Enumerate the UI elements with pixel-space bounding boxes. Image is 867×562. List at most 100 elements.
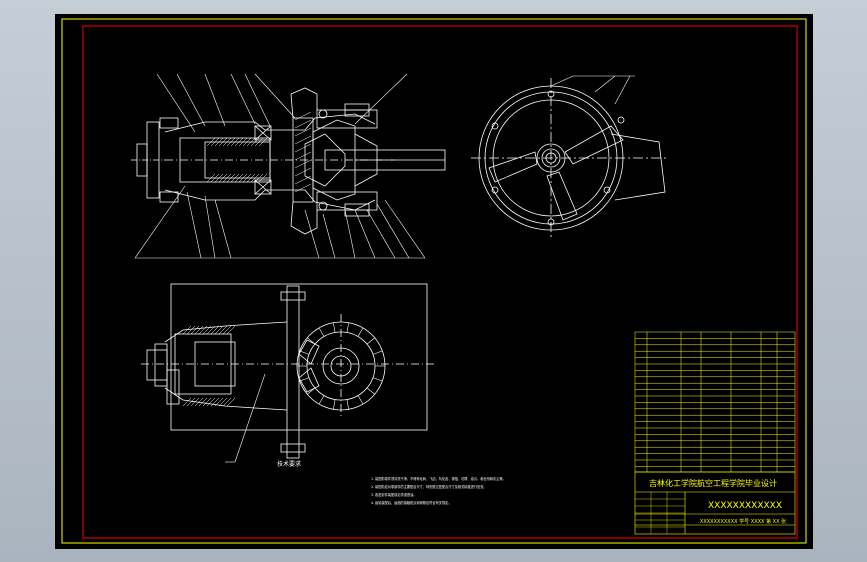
hatch-stroke [238,137,248,147]
leader-line [384,199,426,259]
hatch-stroke [214,173,224,183]
hatch-stroke [226,137,236,147]
hatch-stroke [202,397,212,407]
hatch-stroke [230,173,240,183]
note-line-1: 1. 装配前零件须清洗干净，不得有毛刺、飞边、氧化皮、锈蚀、切屑、油污、着色剂和… [371,476,506,481]
hatch-stroke [194,397,204,407]
hatch-stroke [206,397,216,407]
end-view-circular [471,78,667,240]
leader-line [376,203,410,259]
hatch-stroke [294,159,312,169]
hatch-stroke [294,175,312,185]
title-bottom-line: XXXXXXXXXXX 学号 XXXX 第 XX 张 [700,518,786,525]
hatch-stroke [214,137,224,147]
gear-tooth [366,387,375,395]
hatch-stroke [250,173,260,183]
gear-tooth [333,399,336,410]
gear-tooth [299,350,310,355]
gear-tooth [318,395,325,405]
hatch-stroke [294,183,312,193]
hatch-stroke [222,325,232,335]
hatch-stroke [214,397,224,407]
hatch-stroke [242,173,252,183]
notes-heading: 技术要求 [277,460,301,468]
hatch-stroke [210,137,220,147]
gear-tooth [346,322,349,333]
hatch-stroke [238,173,248,183]
leader-line [230,73,256,125]
gear-tooth [372,350,383,355]
hatch-stroke [222,397,232,407]
leader-line [322,213,336,259]
hatch-stroke [246,137,256,147]
gear-tooth [307,387,316,395]
leader-line [134,185,186,259]
hatch-stroke [294,143,312,153]
hatch-stroke [250,137,260,147]
school-title: 吉林化工学院航空工程学院毕业设计 [649,478,777,488]
hatch-stroke [190,397,200,407]
hatch-stroke [230,137,240,147]
top-view-teeth [297,322,385,410]
top-view-leader [225,373,266,463]
leader-line [244,73,271,127]
leader-line [214,199,232,259]
gear-tooth [318,327,325,337]
leader-line [344,209,356,259]
hatch-stroke [222,173,232,183]
gear-tooth [333,322,336,333]
hatch-stroke [194,325,204,335]
drawing-sheet: 技术要求 1. 装配前零件须清洗干净，不得有毛刺、飞边、氧化皮、锈蚀、切屑、油污… [55,14,813,549]
section-hatching [206,111,312,193]
leader-line [204,195,216,259]
gear-tooth [346,399,349,410]
hatch-stroke [210,325,220,335]
hatch-stroke [198,397,208,407]
hatch-stroke [218,137,228,147]
leader-line [354,73,408,125]
hatch-stroke [294,135,312,145]
hatch-stroke [254,137,264,147]
hatch-stroke [222,137,232,147]
gear-tooth [372,377,383,382]
hatch-stroke [258,137,268,147]
hatch-stroke [294,151,312,161]
leader-line [366,209,396,259]
leader-line [204,73,226,127]
hatch-stroke [246,173,256,183]
leader-line [354,209,376,259]
drawing-name: XXXXXXXXXXXX [708,501,782,511]
hatch-stroke [206,325,216,335]
section-view-main [131,87,446,235]
leader-line [254,73,296,119]
hatch-stroke [254,173,264,183]
leader-line [186,191,202,259]
hatch-stroke [258,173,268,183]
hatch-stroke [210,397,220,407]
note-line-3: 3. 各密封件装配前必须浸透油。 [371,492,417,497]
gear-tooth [357,395,364,405]
title-block-grid [635,492,685,534]
technical-notes: 技术要求 1. 装配前零件须清洗干净，不得有毛刺、飞边、氧化皮、锈蚀、切屑、油污… [277,460,506,505]
leader-line [304,209,320,259]
note-line-4: 4. 齿轮装配后，齿面的接触斑点和侧隙应符合有关规定。 [371,500,452,505]
leader-line [176,73,206,127]
gear-tooth [366,337,375,345]
hatch-stroke [218,173,228,183]
hatch-stroke [218,325,228,335]
hatch-stroke [226,173,236,183]
hatch-stroke [242,137,252,147]
parts-list-table [634,331,796,473]
hatch-stroke [234,137,244,147]
hatch-stroke [226,397,236,407]
hatch-stroke [210,173,220,183]
hatch-stroke [202,325,212,335]
inner-border-frame [82,25,798,539]
hatch-stroke [294,167,312,177]
hatch-stroke [190,325,200,335]
hatch-stroke [226,325,236,335]
part-leader-lines-top [134,73,426,259]
outer-border-frame [61,18,807,544]
leader-line [156,73,196,133]
